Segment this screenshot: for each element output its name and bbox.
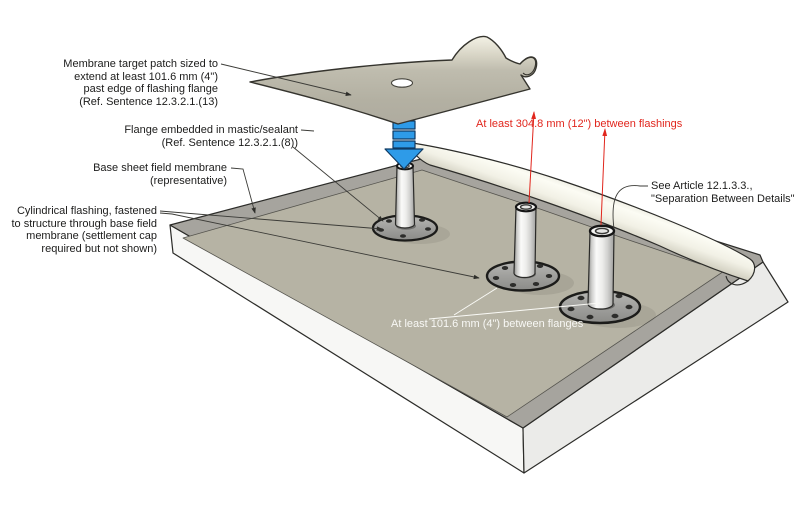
label-see-article: See Article 12.1.3.3., "Separation Betwe… bbox=[651, 180, 795, 205]
flashing-spacing-dimension-lines bbox=[528, 111, 608, 226]
label-line: See Article 12.1.3.3., bbox=[651, 180, 753, 192]
patch-hole bbox=[390, 78, 414, 88]
label-line: (representative) bbox=[149, 174, 227, 187]
label-line: Flange embedded in mastic/sealant bbox=[124, 124, 298, 136]
label-line: Membrane target patch sized to bbox=[63, 58, 218, 70]
leader-see-article bbox=[612, 185, 648, 230]
label-line: membrane (settlement cap bbox=[26, 230, 157, 242]
leader-cyl-flashing-1 bbox=[159, 210, 383, 231]
label-target-patch: Membrane target patch sized to extend at… bbox=[30, 58, 218, 108]
label-line: (Ref. Sentence 12.3.2.1.(8)) bbox=[161, 136, 298, 149]
patch-corner-curl bbox=[519, 56, 537, 76]
label-base-sheet: Base sheet field membrane (representativ… bbox=[70, 162, 227, 187]
label-flange-embedded: Flange embedded in mastic/sealant (Ref. … bbox=[108, 124, 298, 149]
label-line: past edge of flashing flange bbox=[83, 83, 218, 95]
label-line: (Ref. Sentence 12.3.2.1.(13) bbox=[79, 95, 218, 108]
label-line: Cylindrical flashing, fastened bbox=[16, 205, 157, 217]
flashing-right bbox=[558, 224, 642, 325]
leader-base-sheet bbox=[230, 167, 256, 214]
label-line: "Separation Between Details" bbox=[651, 192, 795, 205]
target-patch bbox=[249, 35, 538, 125]
flange-spacing-dimension-lines bbox=[428, 287, 601, 320]
label-line: required but not shown) bbox=[41, 242, 157, 255]
membrane-roll bbox=[405, 141, 756, 286]
leader-flange bbox=[292, 146, 384, 222]
leader-cyl-flashing-2 bbox=[159, 212, 480, 280]
label-flashing-spacing: At least 304.8 mm (12") between flashing… bbox=[476, 118, 683, 130]
label-line: to structure through base field bbox=[11, 217, 157, 230]
leader-flange-dash bbox=[300, 129, 315, 132]
label-line: Base sheet field membrane bbox=[93, 162, 227, 174]
flashing-middle bbox=[485, 201, 561, 292]
leader-lines bbox=[159, 63, 648, 280]
label-cylindrical-flashing: Cylindrical flashing, fastened to struct… bbox=[2, 205, 157, 255]
roll-end-curl bbox=[725, 275, 749, 286]
label-flange-spacing: At least 101.6 mm (4") between flanges bbox=[391, 318, 584, 330]
down-arrow-indicator bbox=[384, 120, 424, 170]
leader-target-patch bbox=[220, 63, 352, 96]
label-line: extend at least 101.6 mm (4") bbox=[74, 70, 218, 83]
